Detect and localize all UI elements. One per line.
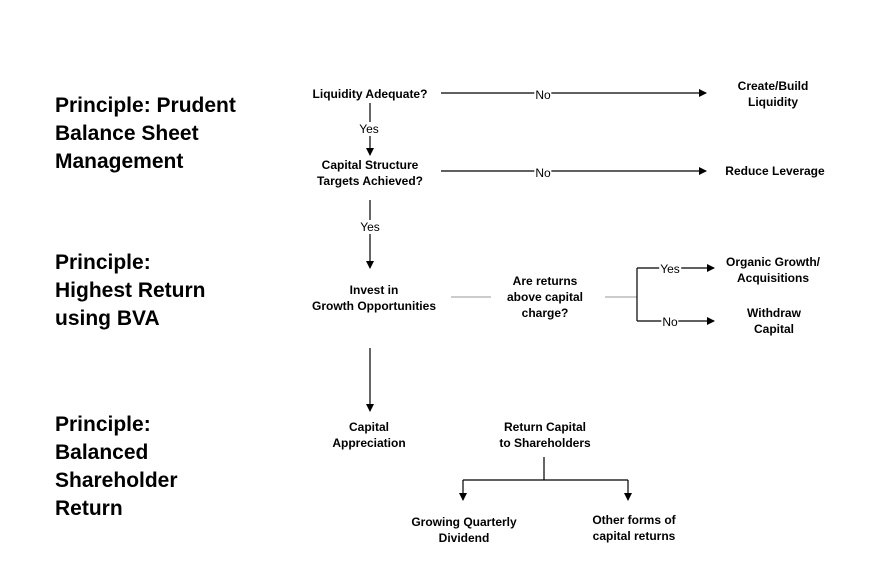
node-withdraw-capital: Withdraw Capital [747, 305, 801, 337]
principle-line: Balance Sheet [55, 122, 199, 145]
node-invest-growth: Invest in Growth Opportunities [312, 282, 436, 314]
node-text: Return Capital [503, 420, 587, 434]
node-text: Create/Build [737, 79, 809, 93]
node-text: Growing Quarterly [411, 515, 517, 529]
node-capital-appreciation: Capital Appreciation [332, 419, 405, 451]
principle-line: Balanced [55, 441, 149, 464]
edge-label-no: No [534, 166, 552, 180]
principle-highest-return: Principle: Highest Return using BVA [55, 249, 206, 333]
edge-label-no: No [661, 315, 679, 329]
node-return-capital: Return Capital to Shareholders [499, 419, 590, 451]
node-text: Capital Structure [321, 158, 419, 172]
node-text: capital returns [592, 529, 676, 543]
node-text: charge? [521, 306, 569, 320]
edge-label-yes: Yes [358, 122, 380, 136]
principle-line: Highest Return [55, 279, 206, 302]
principle-line: Shareholder [55, 469, 178, 492]
node-text: to Shareholders [499, 436, 591, 450]
node-text: Targets Achieved? [316, 174, 424, 188]
node-text: Acquisitions [736, 271, 810, 285]
node-capital-structure-targets: Capital Structure Targets Achieved? [317, 157, 423, 189]
principle-line: Management [55, 150, 184, 173]
principle-line: Principle: Prudent [55, 94, 236, 117]
node-text: Growth Opportunities [312, 299, 436, 313]
node-text: Appreciation [332, 436, 406, 450]
principle-balanced-shareholder-return: Principle: Balanced Shareholder Return [55, 411, 178, 523]
node-text: Withdraw [747, 306, 801, 320]
node-text: Other forms of [592, 513, 676, 527]
edge-label-yes: Yes [659, 262, 681, 276]
node-returns-above-charge: Are returns above capital charge? [507, 273, 583, 321]
node-growing-dividend: Growing Quarterly Dividend [411, 514, 516, 546]
node-reduce-leverage: Reduce Leverage [725, 163, 824, 179]
node-text: Reduce Leverage [725, 164, 825, 178]
node-text: above capital [506, 290, 584, 304]
node-text: Dividend [438, 531, 490, 545]
edge-label-yes: Yes [359, 220, 381, 234]
node-text: Organic Growth/ [725, 255, 821, 269]
principle-line: Return [55, 497, 123, 520]
node-text: Capital [348, 420, 389, 434]
node-other-capital-returns: Other forms of capital returns [592, 512, 675, 544]
node-text: Capital [753, 322, 795, 336]
principle-line: using BVA [55, 307, 160, 330]
node-text: Liquidity [748, 95, 798, 109]
node-organic-growth: Organic Growth/ Acquisitions [726, 254, 820, 286]
node-liquidity-adequate: Liquidity Adequate? [313, 86, 428, 102]
principle-line: Principle: [55, 251, 151, 274]
node-text: Are returns [512, 274, 578, 288]
edge-label-no: No [534, 88, 552, 102]
node-create-build-liquidity: Create/Build Liquidity [738, 78, 809, 110]
principle-prudent-balance-sheet: Principle: Prudent Balance Sheet Managem… [55, 92, 236, 176]
node-text: Invest in [349, 283, 399, 297]
principle-line: Principle: [55, 413, 151, 436]
node-text: Liquidity Adequate? [312, 87, 428, 101]
